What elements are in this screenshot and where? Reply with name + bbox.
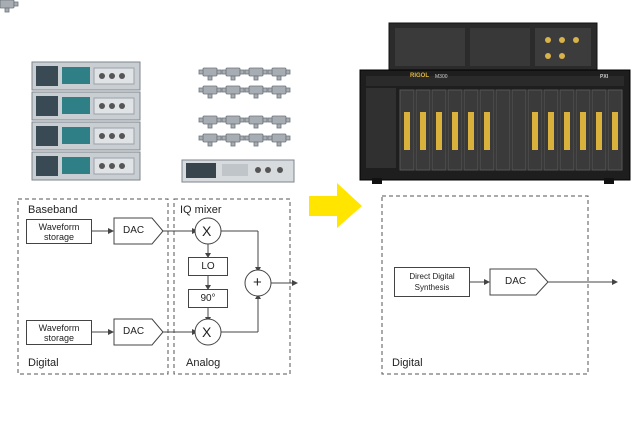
dac-top-label: DAC (123, 225, 145, 236)
summer-circle (244, 269, 272, 297)
chassis-brand-logo: RIGOL (410, 73, 429, 79)
mixer-bottom-symbol: X (202, 324, 212, 340)
iq-mixer-title: IQ mixer (180, 204, 222, 216)
rack-instrument-stack (31, 61, 141, 181)
dashed-panels (17, 195, 589, 375)
digital-label-left: Digital (28, 357, 59, 369)
arrowheads (108, 228, 618, 335)
waveform-bottom-line2: storage (43, 332, 75, 343)
benchtop-instrument (181, 159, 295, 183)
digital-label-right: Digital (392, 357, 423, 369)
dac-top-shape (113, 217, 164, 245)
transition-arrow (309, 183, 362, 228)
dds-box: Direct Digital Synthesis (394, 267, 470, 297)
chassis-model-text: M300 (435, 74, 448, 80)
summer-symbol: + (253, 274, 262, 291)
waveform-top-line2: storage (43, 231, 75, 242)
splitter-components (0, 0, 291, 147)
dds-line1: Direct Digital (409, 272, 455, 281)
waveform-storage-bottom: Waveform storage (26, 320, 92, 345)
dac-right-label: DAC (505, 276, 527, 287)
analog-label: Analog (186, 357, 221, 369)
baseband-panel (17, 198, 169, 375)
baseband-label: Baseband (28, 204, 78, 216)
iq-mixer-panel (173, 198, 291, 375)
pxi-chassis (359, 22, 631, 184)
dds-line2: Synthesis (414, 283, 450, 292)
waveform-bottom-line1: Waveform (38, 322, 80, 333)
dds-panel (381, 195, 589, 375)
lo-label: LO (201, 261, 215, 272)
mixer-top-symbol: X (202, 223, 212, 239)
dac-right-shape (489, 268, 549, 296)
dac-bottom-label: DAC (123, 326, 145, 337)
mixer-bottom-circle (194, 318, 222, 346)
phase-shift-box: 90° (188, 289, 228, 308)
mixer-top-circle (194, 217, 222, 245)
phase-label: 90° (200, 293, 216, 304)
chassis-brand-right: PXI (600, 74, 609, 80)
waveform-top-line1: Waveform (38, 221, 80, 232)
waveform-storage-top: Waveform storage (26, 219, 92, 244)
dac-bottom-shape (113, 318, 164, 346)
lo-box: LO (188, 257, 228, 276)
